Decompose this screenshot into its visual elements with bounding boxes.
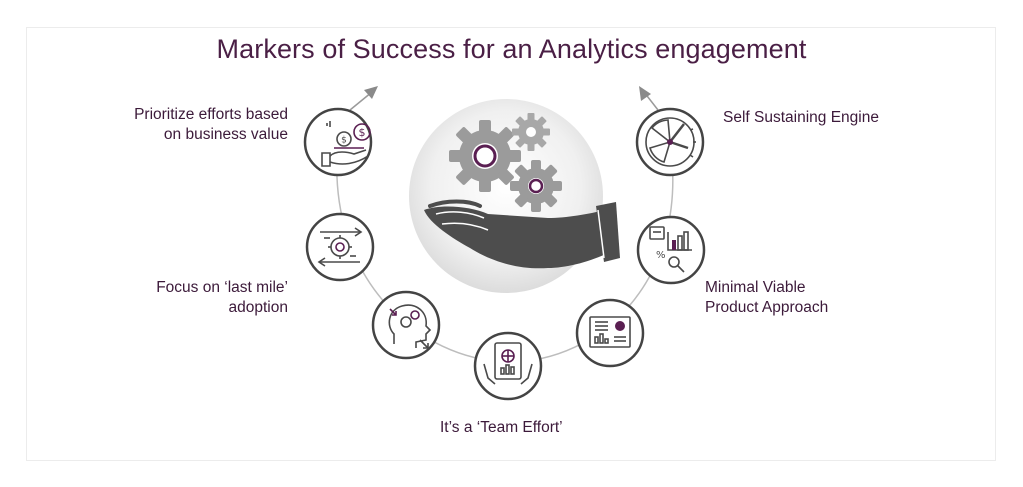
page-title: Markers of Success for an Analytics enga… xyxy=(216,34,807,64)
head-gears-icon xyxy=(388,304,432,349)
marker-circle-team xyxy=(473,331,543,401)
money-hand-icon: $ $ xyxy=(321,121,371,167)
label-mvp-line-1: Minimal Viable xyxy=(705,279,806,296)
label-last-mile-line-1: Focus on ‘last mile’ xyxy=(156,279,288,296)
label-last-mile-line-2: adoption xyxy=(228,299,288,316)
marker-circle-head xyxy=(371,290,441,360)
hand-gears-icon xyxy=(409,99,620,293)
marker-circle-mvp: % xyxy=(636,215,706,285)
label-last-mile: Focus on ‘last mile’ adoption xyxy=(120,278,288,318)
label-engine: Self Sustaining Engine xyxy=(723,108,879,128)
marker-circle-engine xyxy=(635,107,705,177)
arrow-right-icon xyxy=(639,86,659,111)
dashboard-icon xyxy=(589,316,631,348)
label-prioritize: Prioritize efforts based on business val… xyxy=(100,105,288,145)
label-mvp: Minimal Viable Product Approach xyxy=(705,278,828,318)
arrow-left-icon xyxy=(349,86,378,111)
diagram-frame xyxy=(26,27,996,461)
label-mvp-line-2: Product Approach xyxy=(705,299,829,316)
clock-pie-icon xyxy=(645,117,696,167)
analytics-charts-icon: % xyxy=(649,226,692,273)
svg-text:$: $ xyxy=(341,136,347,146)
label-prioritize-line-2: on business value xyxy=(163,126,288,143)
tablet-hands-icon xyxy=(483,342,533,385)
label-engine-line-1: Self Sustaining Engine xyxy=(723,109,879,126)
marker-circle-last-mile xyxy=(305,212,375,282)
svg-text:%: % xyxy=(656,250,666,261)
label-team-effort: It’s a ‘Team Effort’ xyxy=(440,418,563,438)
svg-text:$: $ xyxy=(359,126,366,139)
cycle-gear-icon xyxy=(317,227,363,267)
marker-circle-prioritize: $ $ xyxy=(303,107,373,177)
label-prioritize-line-1: Prioritize efforts based xyxy=(134,106,288,123)
marker-circle-dashboard xyxy=(575,298,645,368)
label-team-effort-line-1: It’s a ‘Team Effort’ xyxy=(440,419,563,436)
